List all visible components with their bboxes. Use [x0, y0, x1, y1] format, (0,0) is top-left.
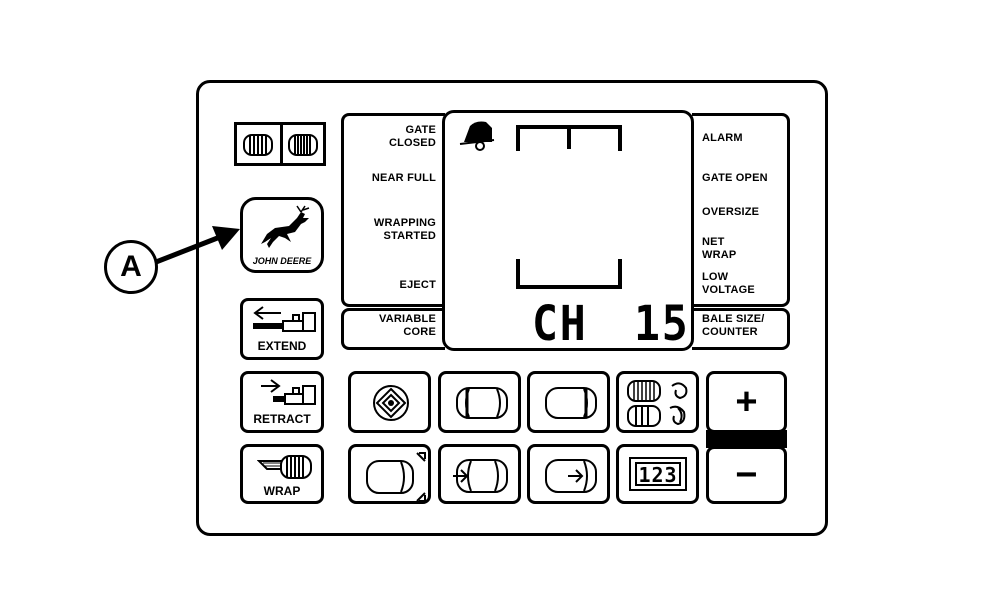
plus-symbol: + [735, 381, 758, 423]
bale-size-adjust-button[interactable] [348, 444, 431, 504]
baler-icon [459, 121, 495, 151]
bale-tie-left-button[interactable] [438, 371, 521, 433]
retract-button[interactable]: RETRACT [240, 371, 324, 433]
label-alarm: ALARM [702, 132, 743, 144]
brand-text: JOHN DEERE [252, 256, 312, 266]
wrap-bale-icon [257, 455, 312, 479]
bale-size-icon [366, 452, 426, 502]
reset-button[interactable] [348, 371, 431, 433]
bale-indicator [234, 122, 326, 166]
left-label-box [341, 113, 445, 307]
net-left-button[interactable] [438, 444, 521, 504]
deer-icon [261, 205, 310, 248]
bale-right-mark-icon [545, 387, 597, 419]
label-eject: EJECT [399, 279, 436, 291]
bales-wrap-icon [627, 380, 688, 427]
extend-button[interactable]: EXTEND [240, 298, 324, 360]
bale-left-mark-icon [456, 387, 508, 419]
lcd-display [442, 110, 694, 351]
john-deere-logo-button[interactable]: JOHN DEERE [240, 197, 324, 273]
diamond-target-icon [373, 385, 409, 421]
retract-arrow-icon [261, 379, 316, 405]
extend-label: EXTEND [257, 339, 307, 353]
counter-button[interactable]: 123 [616, 444, 699, 504]
callout-a: A [104, 240, 158, 294]
label-gate-open: GATE OPEN [702, 172, 768, 184]
wrap-button[interactable]: WRAP [240, 444, 324, 504]
label-oversize: OVERSIZE [702, 206, 760, 218]
bale-tie-right-button[interactable] [527, 371, 610, 433]
right-label-box-lower [692, 308, 790, 350]
callout-arrow [155, 226, 240, 265]
extend-arrow-icon [253, 306, 316, 332]
control-panel [196, 80, 828, 536]
label-bale-size-counter: BALE SIZE/COUNTER [702, 313, 765, 338]
retract-label: RETRACT [253, 412, 311, 426]
value-readout: 15 [634, 296, 690, 352]
round-bale-icon [243, 134, 273, 156]
net-right-icon [545, 459, 597, 493]
channel-readout: CH [532, 296, 588, 352]
net-wrap-select-button[interactable] [616, 371, 699, 433]
net-left-icon [453, 459, 508, 493]
counter-icon [629, 457, 687, 491]
plus-minus-divider [706, 430, 787, 448]
right-label-box [692, 113, 790, 307]
net-right-button[interactable] [527, 444, 610, 504]
minus-symbol: − [735, 454, 758, 496]
label-near-full: NEAR FULL [371, 172, 436, 184]
plus-button[interactable]: + [706, 371, 787, 433]
counter-digits: 123 [635, 462, 681, 486]
round-bale-icon [288, 134, 318, 156]
left-label-box-lower [341, 308, 445, 350]
bale-chamber-outline-icon [516, 125, 622, 289]
minus-button[interactable]: − [706, 446, 787, 504]
wrap-label: WRAP [263, 484, 301, 498]
